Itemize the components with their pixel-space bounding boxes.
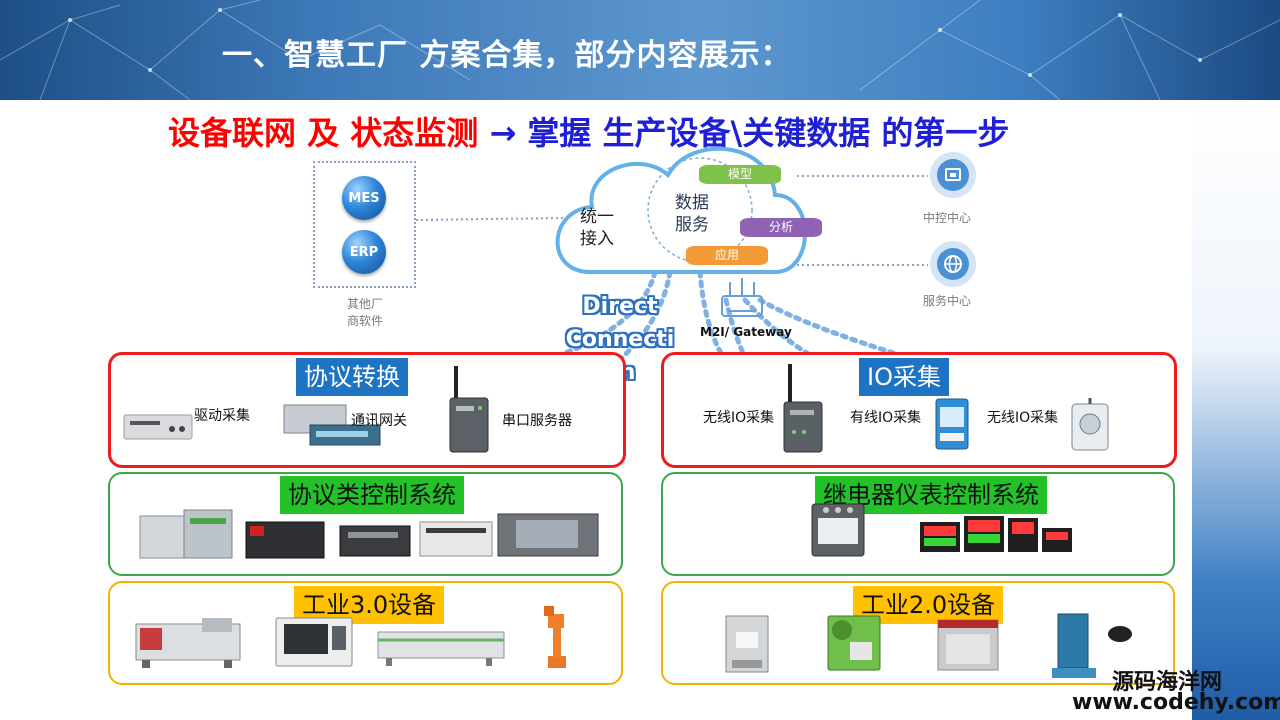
oven-chamber-icon xyxy=(936,618,1000,676)
right-decoration xyxy=(1192,100,1280,720)
temperature-controller-icon xyxy=(918,514,1074,558)
protocol-control-title: 协议类控制系统 xyxy=(280,476,464,514)
watermark-text: 源码海洋网 xyxy=(1112,670,1223,695)
watermark-url: www.codehy.com xyxy=(1072,690,1280,715)
wired-io-label: 有线IO采集 xyxy=(850,410,922,426)
headline-part-2: 掌握 生产设备\关键数据 的第一步 xyxy=(527,114,1010,152)
control-center-label: 中控中心 xyxy=(923,211,972,225)
headline: 设备联网 及 状态监测 → 掌握 生产设备\关键数据 的第一步 xyxy=(168,108,1009,154)
headline-arrow: → xyxy=(478,114,528,152)
injection-molding-machine-icon xyxy=(132,614,244,674)
control-center-node xyxy=(930,152,976,198)
industrial-robot-icon xyxy=(542,604,570,674)
software-box xyxy=(313,161,416,288)
hydraulic-press-icon xyxy=(1048,610,1134,684)
monitor-icon xyxy=(937,159,969,191)
punch-press-icon xyxy=(722,614,772,678)
service-center-node xyxy=(930,241,976,287)
io-collection-title: IO采集 xyxy=(859,358,949,396)
communication-gateway-icon xyxy=(282,403,384,453)
service-center-label: 服务中心 xyxy=(923,294,972,308)
erp-orb: ERP xyxy=(342,230,386,274)
wired-io-icon xyxy=(932,397,972,455)
production-line-icon xyxy=(376,622,506,672)
serial-server-icon xyxy=(444,364,494,460)
industry2-title: 工业2.0设备 xyxy=(853,586,1004,624)
analysis-drum: 分析 xyxy=(740,218,822,237)
globe-icon xyxy=(937,248,969,280)
wireless-io-icon-1 xyxy=(780,362,826,462)
model-drum: 模型 xyxy=(699,165,781,184)
header-banner: 一、智慧工厂 方案合集，部分内容展示： xyxy=(0,0,1280,100)
industrial-pc-icon xyxy=(122,411,194,445)
plc-group-icon xyxy=(138,508,608,566)
cnc-lathe-icon xyxy=(274,614,354,674)
page-title: 一、智慧工厂 方案合集，部分内容展示： xyxy=(222,38,792,73)
application-drum: 应用 xyxy=(686,246,768,265)
green-press-icon xyxy=(822,612,886,678)
serial-server-label: 串口服务器 xyxy=(502,413,572,429)
mes-orb: MES xyxy=(342,176,386,220)
relay-contactor-icon xyxy=(808,502,868,562)
software-caption: 其他厂 商软件 xyxy=(346,297,383,328)
wireless-io-label-2: 无线IO采集 xyxy=(987,410,1059,426)
comm-gateway-label: 通讯网关 xyxy=(351,413,407,429)
wireless-io-icon-2 xyxy=(1068,398,1112,458)
router-icon xyxy=(721,278,763,317)
gateway-label: M2I/ Gateway xyxy=(700,325,792,339)
driver-collection-label: 驱动采集 xyxy=(194,408,250,424)
unified-access-label: 统一 接入 xyxy=(580,207,614,249)
wireless-io-label-1: 无线IO采集 xyxy=(703,410,775,426)
headline-part-1: 设备联网 及 状态监测 xyxy=(168,114,479,152)
protocol-conversion-title: 协议转换 xyxy=(296,358,408,396)
network-backdrop-icon xyxy=(0,0,1280,100)
data-service-label: 数据 服务 xyxy=(675,193,709,235)
